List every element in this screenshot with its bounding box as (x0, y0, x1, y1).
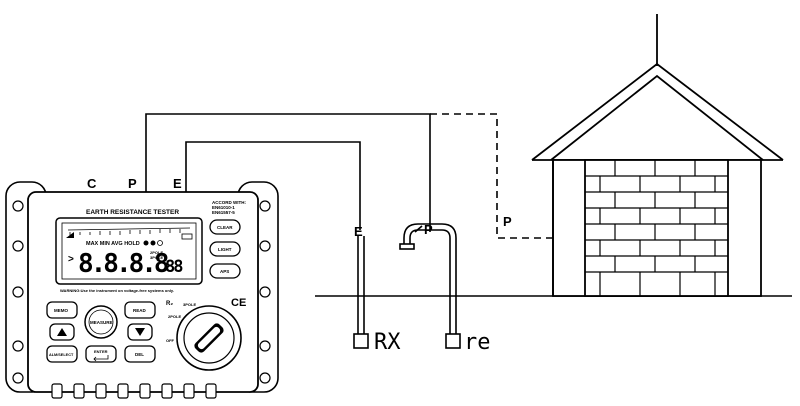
lcd-digits-small: 88 (165, 257, 183, 277)
light-button[interactable]: LIGHT (209, 241, 241, 257)
dial-label-off: OFF (166, 338, 175, 343)
svg-text:DEL: DEL (135, 352, 144, 357)
alm-select-button[interactable]: ALM/SELECT (46, 345, 78, 363)
lcd-side-3pole: 3POLE (150, 255, 163, 260)
lcd-bargraph (67, 227, 191, 236)
label-probe-e: E (354, 224, 363, 239)
svg-text:READ: READ (133, 308, 147, 313)
lcd-side-2pole: 2POLE (150, 250, 163, 255)
function-rotary-dial[interactable] (176, 305, 242, 371)
lcd-screen (61, 222, 197, 280)
read-button[interactable]: READ (124, 301, 156, 319)
ce-mark: CE (231, 297, 246, 309)
dial-label-r: R₂ (166, 301, 173, 307)
dial-label-3pole: 3POLE (183, 302, 196, 307)
lcd-digits-main: 8.8.8.8 (78, 249, 169, 279)
measure-button[interactable]: MEASURE (84, 305, 118, 339)
svg-text:ALM/SELECT: ALM/SELECT (49, 353, 74, 357)
svg-text:ENTER: ENTER (94, 349, 108, 354)
dial-label-2pole: 2POLE (168, 314, 181, 319)
enter-button[interactable]: ENTER (85, 345, 117, 363)
terminal-label-c: C (87, 176, 97, 191)
house (531, 14, 784, 297)
earth-tester-meter: C P E EARTH RESISTANCE TESTER ACCORD WIT… (5, 176, 279, 399)
svg-text:LIGHT: LIGHT (218, 247, 232, 252)
down-arrow-icon (135, 328, 145, 336)
lcd-range-glyph: > (68, 254, 74, 265)
label-house-p: P (503, 214, 512, 229)
wire-p-dashed (430, 113, 553, 239)
label-rx: RX (374, 330, 401, 355)
warning-text: WARNING:Use the instrument on voltage-fr… (60, 288, 174, 293)
label-probe-p: P (424, 222, 433, 237)
house-roof (531, 62, 784, 161)
svg-text:MEASURE: MEASURE (90, 320, 113, 325)
accord-line-1: ACCORD WITH: (212, 200, 246, 205)
electrode-e (353, 236, 369, 349)
terminal-label-p: P (128, 176, 137, 191)
enter-arrow-icon (93, 355, 109, 362)
clear-button[interactable]: CLEAR (209, 219, 241, 235)
water-pipe-p (399, 223, 461, 349)
up-arrow-icon (57, 328, 67, 336)
house-bricks (585, 160, 728, 296)
up-arrow-button[interactable] (49, 323, 75, 341)
del-button[interactable]: DEL (124, 345, 156, 363)
label-re: re (464, 330, 491, 355)
lcd-indicators: MAX MIN AVG HOLD (86, 241, 140, 247)
svg-text:APS: APS (220, 269, 229, 274)
down-arrow-button[interactable] (127, 323, 153, 341)
meter-title: EARTH RESISTANCE TESTER (86, 209, 179, 216)
memo-button[interactable]: MEMO (46, 301, 78, 319)
wire-e (185, 141, 361, 230)
accord-line-2: EN61010-1 (212, 205, 235, 210)
svg-text:MEMO: MEMO (54, 308, 68, 313)
accord-line-3: EN61557-5 (212, 210, 235, 215)
terminal-label-e: E (173, 176, 182, 191)
wire-p (145, 113, 431, 232)
aps-button[interactable]: APS (209, 263, 241, 279)
svg-text:CLEAR: CLEAR (217, 225, 233, 230)
